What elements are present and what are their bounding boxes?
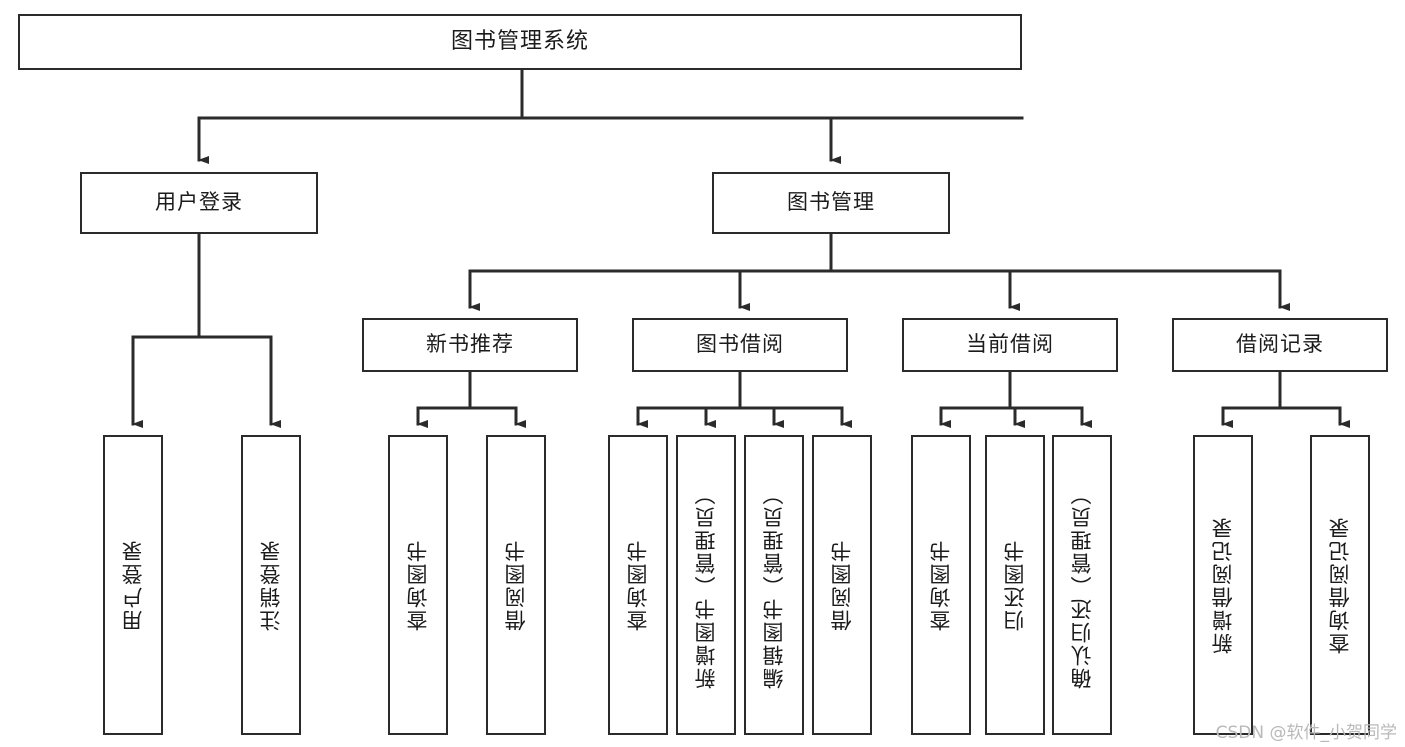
node-label: 查询图书 — [928, 539, 953, 631]
node-label: 借阅图书 — [503, 539, 528, 631]
node-user-login[interactable]: 用户登录 — [80, 172, 318, 234]
node-current-borrow[interactable]: 当前借阅 — [902, 318, 1118, 372]
leaf-confirm-return-admin[interactable]: 确认归还（管理员） — [1052, 435, 1112, 735]
node-label: 新书推荐 — [426, 332, 514, 357]
node-label: 归还图书 — [1002, 539, 1027, 631]
node-label: 新增借阅记录 — [1210, 516, 1235, 654]
node-label: 查询借阅记录 — [1327, 516, 1352, 654]
leaf-add-book-admin[interactable]: 新增图书（管理员） — [676, 435, 736, 735]
node-label: 当前借阅 — [966, 332, 1054, 357]
node-label: 确认归还（管理员） — [1069, 481, 1094, 689]
leaf-add-borrow-record[interactable]: 新增借阅记录 — [1193, 435, 1253, 735]
node-label: 图书管理系统 — [450, 28, 589, 54]
leaf-query-borrow-record[interactable]: 查询借阅记录 — [1310, 435, 1370, 735]
node-root-system[interactable]: 图书管理系统 — [18, 14, 1022, 70]
leaf-query-book-borrow[interactable]: 查询图书 — [608, 435, 668, 735]
node-label: 查询图书 — [625, 539, 650, 631]
node-label: 用户登录 — [120, 539, 145, 631]
leaf-edit-book-admin[interactable]: 编辑图书（管理员） — [744, 435, 804, 735]
node-label: 图书借阅 — [696, 332, 784, 357]
node-label: 查询图书 — [405, 539, 430, 631]
node-new-book-recommend[interactable]: 新书推荐 — [362, 318, 578, 372]
node-label: 新增图书（管理员） — [693, 481, 718, 689]
node-borrow-record[interactable]: 借阅记录 — [1172, 318, 1388, 372]
node-label: 用户登录 — [155, 190, 243, 215]
leaf-borrow-book-recommend[interactable]: 借阅图书 — [486, 435, 546, 735]
node-label: 图书管理 — [787, 190, 875, 215]
leaf-return-book[interactable]: 归还图书 — [985, 435, 1045, 735]
node-label: 注销登录 — [258, 539, 283, 631]
node-book-manage[interactable]: 图书管理 — [712, 172, 950, 234]
node-label: 编辑图书（管理员） — [761, 481, 786, 689]
leaf-query-book-current[interactable]: 查询图书 — [911, 435, 971, 735]
leaf-borrow-book[interactable]: 借阅图书 — [812, 435, 872, 735]
node-label: 借阅图书 — [829, 539, 854, 631]
node-label: 借阅记录 — [1236, 332, 1324, 357]
leaf-user-logout[interactable]: 注销登录 — [241, 435, 301, 735]
watermark-text: CSDN @软件_小贺同学 — [1215, 723, 1397, 743]
leaf-user-login[interactable]: 用户登录 — [103, 435, 163, 735]
node-book-borrow[interactable]: 图书借阅 — [632, 318, 848, 372]
leaf-query-book-recommend[interactable]: 查询图书 — [388, 435, 448, 735]
